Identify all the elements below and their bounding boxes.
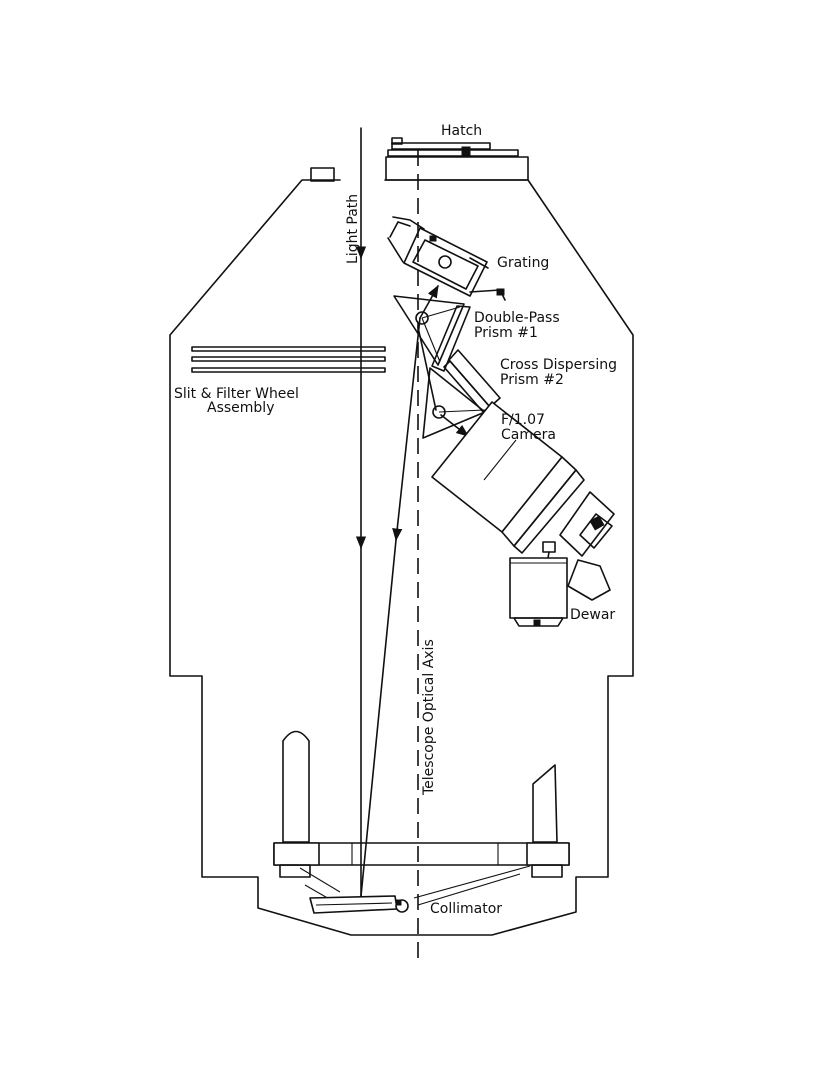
label-cross-dispersing-line2: Prism #2	[500, 372, 564, 388]
label-slit-filter-line1: Slit & Filter Wheel	[174, 386, 299, 402]
label-slit-filter-line2: Assembly	[207, 400, 274, 416]
hatch	[387, 137, 519, 157]
collimator	[273, 730, 570, 914]
label-double-pass-line2: Prism #1	[474, 325, 538, 341]
double-pass-prism	[393, 295, 471, 372]
label-collimator: Collimator	[430, 901, 502, 917]
instrument-housing	[169, 156, 634, 936]
slit-filter-wheel	[191, 346, 386, 373]
label-grating: Grating	[497, 255, 549, 271]
dewar	[509, 557, 568, 627]
camera	[431, 401, 615, 601]
label-telescope-axis: Telescope Optical Axis	[421, 639, 437, 796]
label-dewar: Dewar	[570, 607, 615, 623]
label-hatch: Hatch	[441, 123, 482, 139]
label-camera-line2: Camera	[501, 427, 556, 443]
label-cross-dispersing-line1: Cross Dispersing	[500, 357, 617, 373]
grating	[387, 216, 506, 301]
label-light-path: Light Path	[345, 194, 361, 264]
internal-beam	[360, 284, 470, 897]
label-double-pass-line1: Double-Pass	[474, 310, 560, 326]
label-camera-line1: F/1.07	[501, 412, 545, 428]
